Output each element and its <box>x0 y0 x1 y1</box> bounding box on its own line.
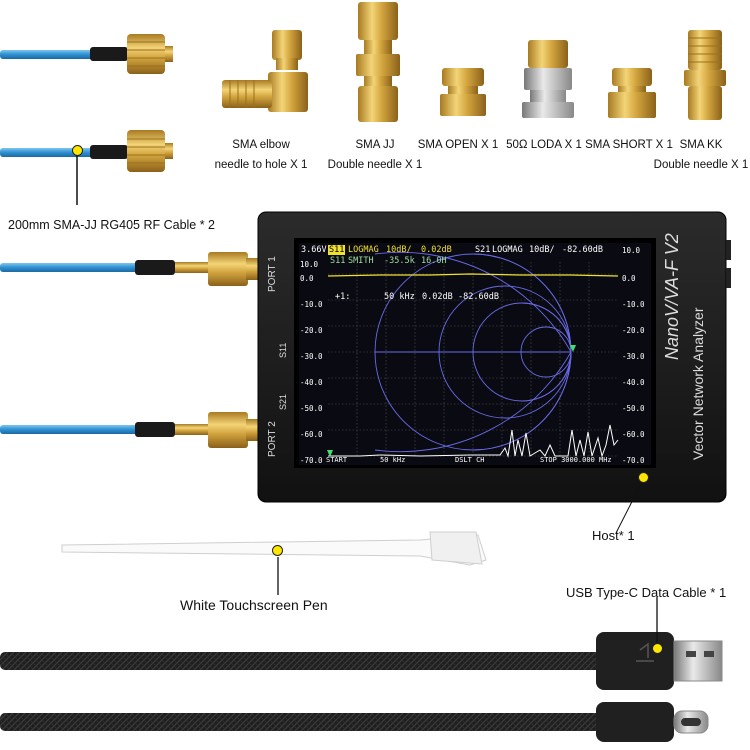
callout-dot-host <box>638 472 649 483</box>
brand-subtitle: Vector Network Analyzer <box>690 307 706 460</box>
load-terminator <box>522 40 574 118</box>
smith-value: -35.5k <box>384 256 415 266</box>
y-tick-label: -20.0 <box>300 326 323 335</box>
y-tick-label: -10.0 <box>300 300 323 309</box>
y-tick-label: -20.0 <box>622 326 645 335</box>
s11-scale: 10dB/ <box>386 245 412 255</box>
label-line: Double needle X 1 <box>653 159 749 171</box>
rf-cable-loose-bottom <box>0 130 173 172</box>
y-tick-label: -50.0 <box>622 404 645 413</box>
sma-jj-adapter <box>356 2 400 122</box>
label-line: SMA KK <box>679 139 723 151</box>
y-tick-label: -30.0 <box>300 352 323 361</box>
s11-device-label: S11 <box>278 342 288 358</box>
marker-value-2: -82.60dB <box>458 292 499 302</box>
y-tick-label: -60.0 <box>300 430 323 439</box>
y-tick-label: -60.0 <box>622 430 645 439</box>
port1-label: PORT 1 <box>267 256 278 292</box>
label-sma-kk: SMA KK Double needle X 1 <box>652 138 750 172</box>
sma-elbow-adapter <box>222 30 308 112</box>
y-tick-label: -70.0 <box>622 456 645 465</box>
marker-triangle <box>570 345 576 352</box>
start-frequency: 50 kHz <box>380 456 406 464</box>
marker-value-1: 0.02dB <box>422 292 453 302</box>
callout-rf-cable: 200mm SMA-JJ RG405 RF Cable * 2 <box>8 218 216 232</box>
sma-short-terminator <box>608 68 656 118</box>
y-tick-label: -50.0 <box>300 404 323 413</box>
y-tick-label: -10.0 <box>622 300 645 309</box>
marker-label: +1: <box>335 292 351 302</box>
label-line: Double needle X 1 <box>327 159 423 171</box>
y-tick-label: 0.0 <box>300 274 314 283</box>
marker-triangle-start <box>327 450 333 457</box>
y-tick-label: -30.0 <box>622 352 645 361</box>
battery-voltage: 3.66V <box>301 245 327 255</box>
nanovna-device <box>257 211 731 503</box>
s21-channel-tag[interactable]: S21 <box>475 245 491 255</box>
s21-value: -82.60dB <box>562 245 603 255</box>
rf-cable-port1 <box>0 252 262 286</box>
marker-frequency: 50 kHz <box>384 292 415 302</box>
s21-trace <box>328 424 619 458</box>
s21-format: LOGMAG <box>492 245 523 255</box>
y-tick-label: -40.0 <box>622 378 645 387</box>
s21-device-label: S21 <box>278 393 288 410</box>
y-tick-label: -70.0 <box>300 456 323 465</box>
smith-format: SMITH <box>348 256 374 266</box>
callout-dot-usb <box>652 643 663 654</box>
smith-value-2: 16.0H <box>421 256 447 266</box>
rf-cable-port2 <box>0 412 262 448</box>
s21-scale: 10dB/ <box>529 245 555 255</box>
usb-cable <box>0 597 723 742</box>
sma-kk-adapter <box>684 30 726 120</box>
s11-channel-tag[interactable]: S11 <box>328 245 346 255</box>
label-sma-jj: SMA JJ Double needle X 1 <box>320 138 430 172</box>
brand-label: NanoV/VA-F V2 <box>662 233 682 360</box>
s11-value: 0.02dB <box>421 245 452 255</box>
sweep-mode: DSLT CH <box>455 456 485 464</box>
y-tick-label: 0.0 <box>622 274 636 283</box>
start-label: START <box>326 456 348 464</box>
rf-cable-loose-top <box>0 34 173 74</box>
host-callout-line <box>615 477 645 534</box>
touchscreen-pen <box>61 531 487 595</box>
sma-open-terminator <box>440 68 486 116</box>
label-sma-elbow: SMA elbow needle to hole X 1 <box>206 138 316 172</box>
label-line: SMA elbow <box>232 139 290 151</box>
label-line: SMA JJ <box>355 139 395 151</box>
port2-label: PORT 2 <box>267 421 278 457</box>
callout-dot-rf <box>72 145 83 156</box>
s11-format: LOGMAG <box>348 245 379 255</box>
y-tick-label: -40.0 <box>300 378 323 387</box>
callout-pen: White Touchscreen Pen <box>180 597 328 613</box>
stop-frequency: STOP 3000.000 MHz <box>540 456 612 464</box>
label-load: 50Ω LODA X 1 <box>506 139 582 151</box>
y-tick-label: 10.0 <box>622 246 641 255</box>
label-sma-open: SMA OPEN X 1 <box>417 139 499 151</box>
smith-channel-tag[interactable]: S11 <box>330 256 346 266</box>
callout-host: Host* 1 <box>592 528 635 543</box>
s11-trace <box>327 273 619 277</box>
callout-usb: USB Type-C Data Cable * 1 <box>566 585 727 600</box>
label-line: needle to hole X 1 <box>214 159 308 171</box>
smith-chart <box>374 251 572 453</box>
callout-dot-pen <box>272 545 283 556</box>
touchscreen[interactable] <box>299 243 651 465</box>
label-sma-short: SMA SHORT X 1 <box>585 139 673 151</box>
y-tick-label: 10.0 <box>300 260 319 269</box>
